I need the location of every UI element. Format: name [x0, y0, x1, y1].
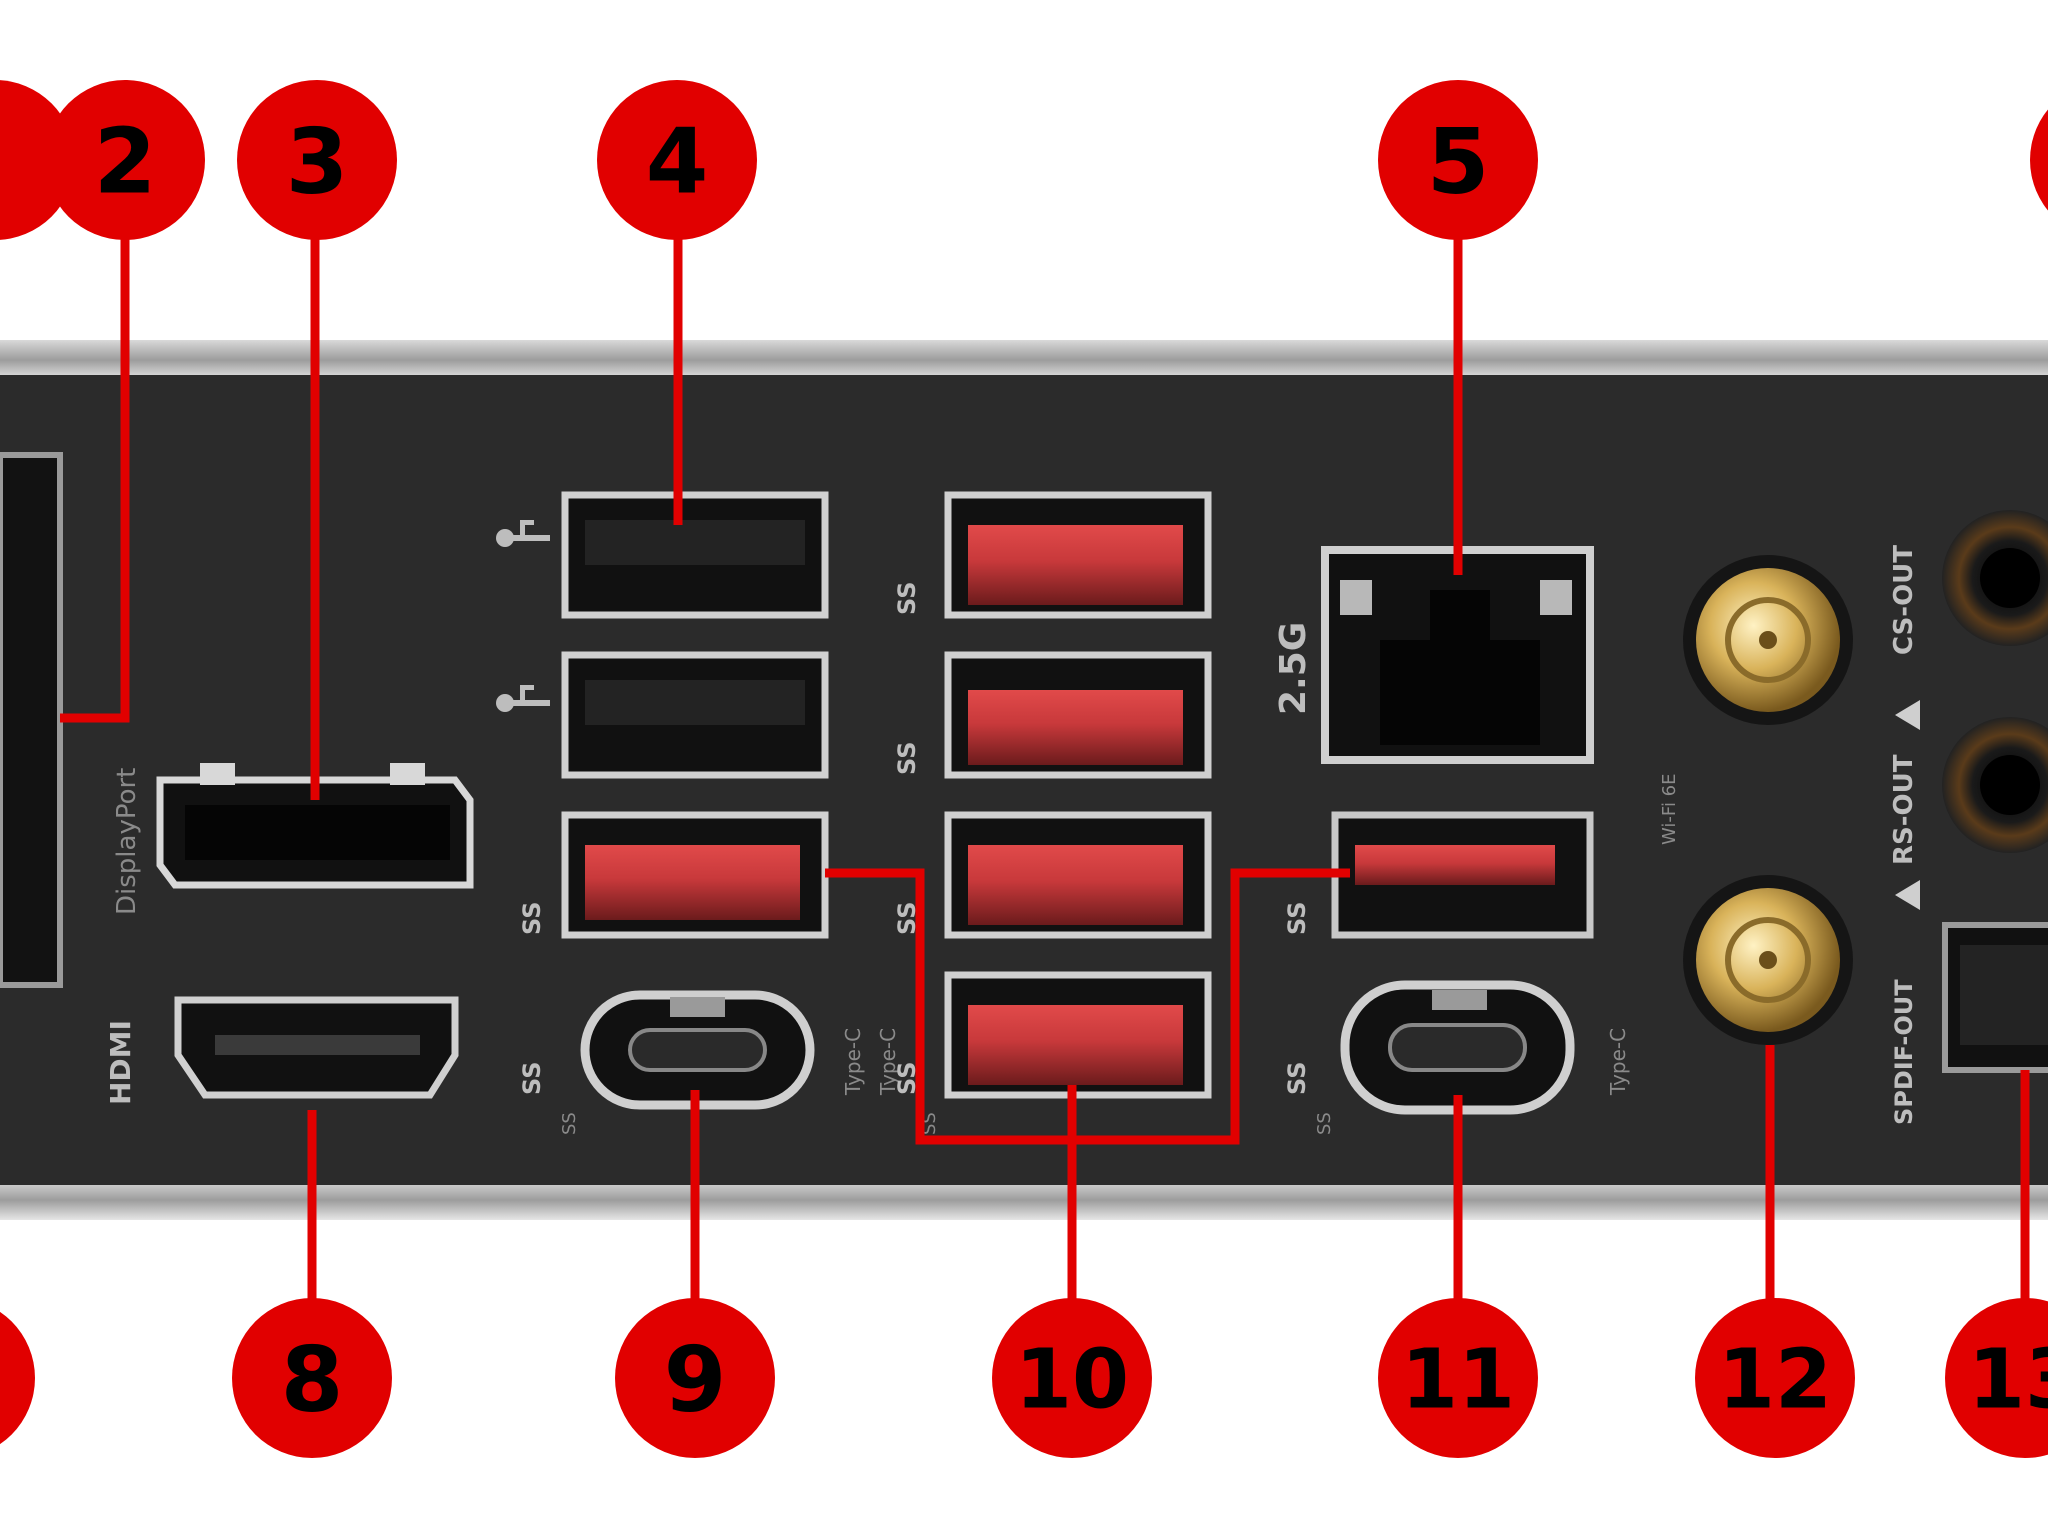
hdmi-label: HDMI	[104, 1020, 137, 1105]
ss-label: SS	[559, 1112, 580, 1135]
callout-11-number: 11	[1401, 1333, 1515, 1428]
callout-10: 10	[992, 1298, 1152, 1458]
usb-trident-icon	[496, 520, 550, 547]
callout-4: 4	[597, 80, 757, 240]
callout-4-number: 4	[646, 110, 709, 215]
spdif-out-port[interactable]	[1942, 922, 2048, 1073]
ss-label: SS	[518, 1062, 546, 1096]
usb2-port-top[interactable]	[561, 491, 829, 619]
ss-label: SS	[893, 582, 921, 616]
callout-3-number: 3	[286, 110, 349, 215]
callout-6	[2030, 109, 2048, 211]
cs-out-label: CS-OUT	[1889, 545, 1919, 655]
wifi-antenna-connector-bottom[interactable]	[1683, 875, 1853, 1045]
usb3-stack-right[interactable]	[944, 491, 1212, 1099]
speaker-icon	[1895, 880, 1920, 910]
callout-7	[0, 1311, 35, 1445]
callout-12-number: 12	[1718, 1333, 1832, 1428]
callout-3: 3	[237, 80, 397, 240]
usb3-port-left[interactable]	[561, 811, 829, 939]
leader-line-10-left	[825, 868, 1072, 1145]
callout-2-number: 2	[94, 110, 157, 215]
usb-c-port-left[interactable]	[580, 990, 815, 1110]
callout-13: 13	[1945, 1298, 2048, 1458]
type-c-label-right: Type-C	[1606, 1028, 1630, 1096]
callout-2: 2	[45, 80, 205, 240]
displayport-label: DisplayPort	[112, 768, 142, 915]
callout-9: 9	[615, 1298, 775, 1458]
audio-jack-cs-out[interactable]	[1942, 510, 2048, 646]
rs-out-label: RS-OUT	[1889, 754, 1919, 865]
callout-5: 5	[1378, 80, 1538, 240]
leader-line-10-right	[1072, 868, 1350, 1145]
wifi-antenna-connector-top[interactable]	[1683, 555, 1853, 725]
usb2-port-bottom[interactable]	[561, 651, 829, 779]
ss-label: SS	[1283, 1062, 1311, 1096]
bracket-bottom	[0, 1180, 2048, 1220]
callout-10-number: 10	[1015, 1333, 1129, 1428]
lan-speed-label: 2.5G	[1273, 622, 1314, 715]
callout-13-number: 13	[1968, 1333, 2048, 1428]
bracket-top	[0, 340, 2048, 380]
wifi-label: Wi-Fi 6E	[1659, 774, 1680, 846]
ss-label: SS	[1283, 902, 1311, 936]
lan-port[interactable]	[1321, 546, 1594, 764]
left-partial-port	[0, 452, 63, 988]
callout-12: 12	[1695, 1298, 1855, 1458]
callout-8: 8	[232, 1298, 392, 1458]
callout-11: 11	[1378, 1298, 1538, 1458]
ss-label: SS	[893, 742, 921, 776]
displayport-port[interactable]	[156, 763, 474, 889]
type-c-label-mid: Type-C	[876, 1028, 900, 1096]
type-c-label-left: Type-C	[841, 1028, 865, 1096]
usb-c-port-right[interactable]	[1340, 980, 1575, 1115]
ss-label: SS	[1314, 1112, 1335, 1135]
usb3-port-lan[interactable]	[1331, 811, 1594, 939]
ss-label: SS	[518, 902, 546, 936]
speaker-icon	[1895, 700, 1920, 730]
audio-jack-rs-out[interactable]	[1942, 717, 2048, 853]
leader-lines	[60, 230, 2030, 1315]
usb-trident-icon	[496, 685, 550, 712]
callout-5-number: 5	[1427, 110, 1490, 215]
callout-8-number: 8	[281, 1328, 344, 1433]
callout-9-number: 9	[664, 1328, 727, 1433]
spdif-out-label: SPDIF-OUT	[1890, 979, 1918, 1125]
leader-line-2	[60, 230, 130, 723]
hdmi-port[interactable]	[174, 996, 459, 1099]
